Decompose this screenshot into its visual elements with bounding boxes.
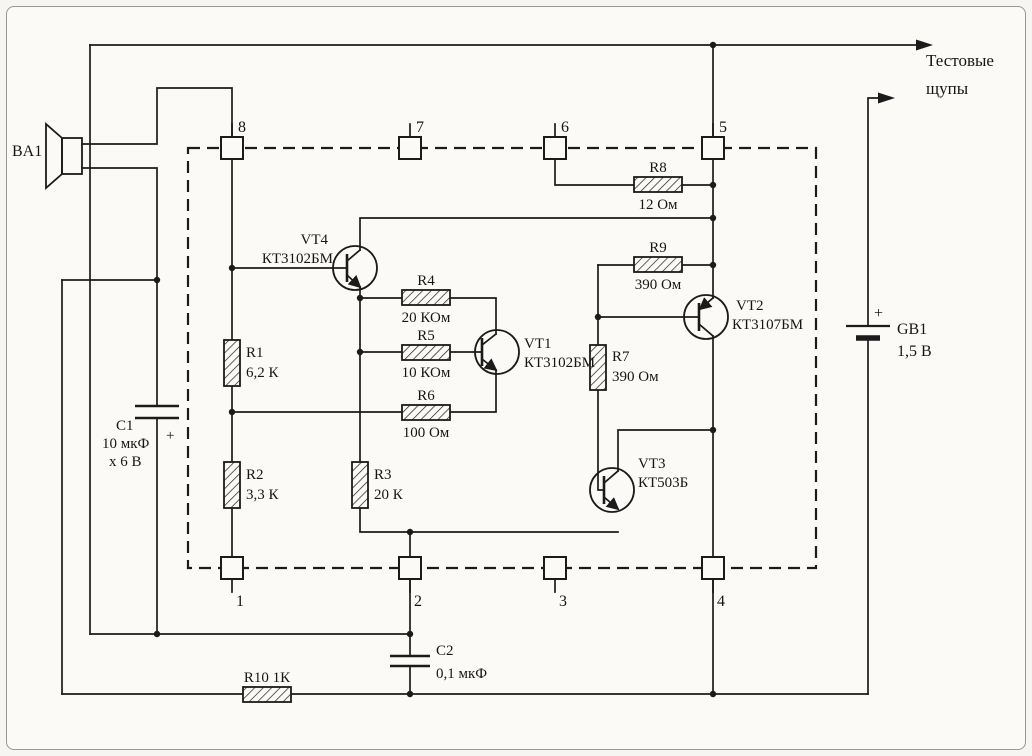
probes-label-line2: щупы [926, 79, 969, 98]
r4-value-label: 20 КОм [402, 310, 451, 326]
c2-ref-label: C2 [436, 643, 454, 659]
probe-arrow-1 [916, 39, 933, 51]
battery-ref-label: GB1 [897, 321, 927, 338]
pin-4: 4 [701, 556, 725, 610]
resistor-r3: R3 20 К [351, 461, 404, 509]
pin-3: 3 [543, 556, 567, 610]
capacitor-c2: C2 0,1 мкФ [390, 643, 487, 682]
vt1-ref-label: VT1 [524, 336, 552, 352]
transistor-vt2: VT2 КТ3107БМ [683, 294, 803, 340]
resistor-r1: R1 6,2 К [223, 339, 280, 387]
speaker-cone [45, 122, 63, 190]
vt3-ref-label: VT3 [638, 456, 666, 472]
transistor-vt1: VT1 КТ3102БМ [474, 329, 595, 375]
r1-value-label: 6,2 К [246, 365, 280, 381]
pin-8: 8 [220, 119, 246, 160]
c2-value-label: 0,1 мкФ [436, 666, 487, 682]
vt4-ref-label: VT4 [301, 232, 329, 248]
r6-value-label: 100 Ом [403, 425, 450, 441]
c1-value-label: 10 мкФ [102, 436, 150, 452]
r10-label: R10 1К [244, 670, 291, 686]
resistor-r7: R7 390 Ом [589, 344, 659, 391]
module-pins: 8 7 6 5 1 2 3 4 [220, 119, 727, 610]
r1-ref-label: R1 [246, 345, 264, 361]
r5-value-label: 10 КОм [402, 365, 451, 381]
r6-ref-label: R6 [417, 388, 435, 404]
capacitor-c1: + C1 10 мкФ x 6 В [102, 404, 179, 470]
wires [61, 39, 933, 695]
vt2-type-label: КТ3107БМ [732, 317, 803, 333]
resistor-r5: R5 10 КОм [401, 328, 451, 381]
pin-4-label: 4 [717, 593, 725, 610]
pin-8-label: 8 [238, 119, 246, 136]
pin-2: 2 [398, 556, 422, 610]
battery-plus-label: + [874, 305, 883, 322]
pin-1: 1 [220, 556, 244, 610]
vt3-type-label: КТ503Б [638, 475, 688, 491]
module-dashed-outline [186, 146, 818, 570]
r2-ref-label: R2 [246, 467, 264, 483]
r8-value-label: 12 Ом [638, 197, 678, 213]
pin-5-label: 5 [719, 119, 727, 136]
r9-value-label: 390 Ом [635, 277, 682, 293]
pin-7: 7 [398, 119, 424, 160]
r5-ref-label: R5 [417, 328, 435, 344]
vt1-type-label: КТ3102БМ [524, 355, 595, 371]
probe-arrow-2 [878, 92, 895, 104]
resistor-r10: R10 1К [242, 670, 292, 703]
r3-ref-label: R3 [374, 467, 392, 483]
r4-ref-label: R4 [417, 273, 435, 289]
resistor-r9: R9 390 Ом [633, 240, 683, 293]
c1-voltage-label: x 6 В [109, 454, 142, 470]
junction-dots [153, 41, 717, 698]
battery-gb1: + GB1 1,5 В [846, 305, 932, 360]
resistor-r6: R6 100 Ом [401, 388, 451, 441]
speaker-ba1: BA1 [12, 122, 83, 190]
pin-3-label: 3 [559, 593, 567, 610]
probes-label: Тестовые щупы [926, 51, 994, 98]
r8-ref-label: R8 [649, 160, 667, 176]
speaker-ref-label: BA1 [12, 143, 42, 160]
speaker-body [61, 137, 83, 175]
pin-5: 5 [701, 119, 727, 160]
probes-label-line1: Тестовые [926, 51, 994, 70]
pin-7-label: 7 [416, 119, 424, 136]
pin-6: 6 [543, 119, 569, 160]
vt2-ref-label: VT2 [736, 298, 764, 314]
r2-value-label: 3,3 К [246, 487, 280, 503]
battery-value-label: 1,5 В [897, 343, 932, 360]
r9-ref-label: R9 [649, 240, 667, 256]
r7-value-label: 390 Ом [612, 369, 659, 385]
resistor-r2: R2 3,3 К [223, 461, 280, 509]
transistor-vt3: VT3 КТ503Б [589, 456, 688, 513]
resistor-r4: R4 20 КОм [401, 273, 451, 326]
r3-value-label: 20 К [374, 487, 404, 503]
pin-1-label: 1 [236, 593, 244, 610]
transistor-vt4: VT4 КТ3102БМ [262, 232, 378, 291]
vt4-type-label: КТ3102БМ [262, 251, 333, 267]
page-frame [6, 6, 1026, 750]
c1-ref-label: C1 [116, 418, 134, 434]
pin-6-label: 6 [561, 119, 569, 136]
resistor-r8: R8 12 Ом [633, 160, 683, 213]
r7-ref-label: R7 [612, 349, 630, 365]
c1-plus-label: + [166, 428, 174, 444]
pin-2-label: 2 [414, 593, 422, 610]
